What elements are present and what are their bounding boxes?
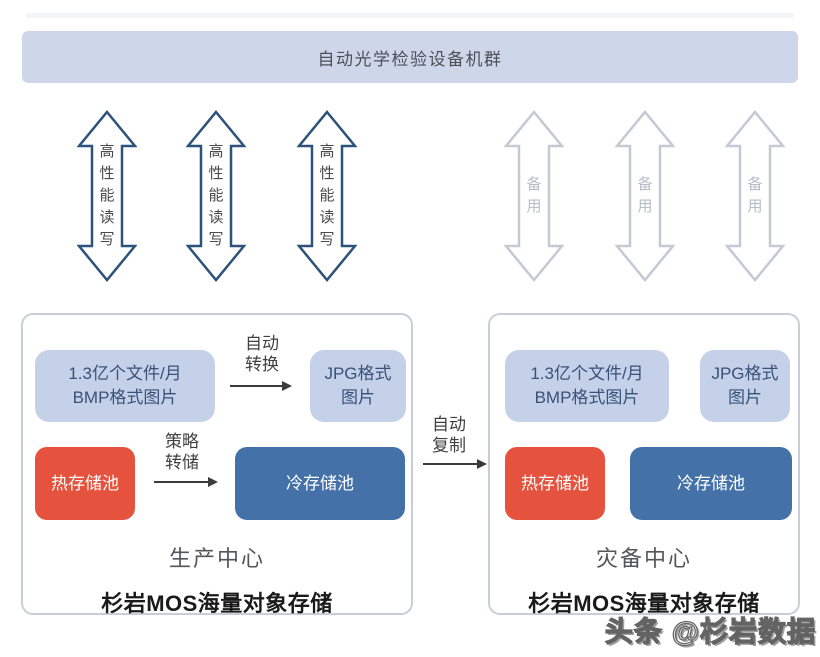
production-center-name: 生产中心	[168, 546, 265, 571]
top-edge-strip	[26, 13, 794, 18]
hot-storage-pool-chip: 热存储池	[505, 447, 605, 520]
hot-storage-pool-chip: 热存储池	[35, 447, 135, 520]
double-arrow-vertical-icon	[297, 110, 357, 282]
toutiao-watermark: 头条 @杉岩数据	[604, 615, 816, 647]
bmp-files-chip: 1.3亿个文件/月 BMP格式图片	[505, 350, 669, 422]
performance-arrow-1: 高性能读写	[77, 110, 137, 282]
bmp-files-chip: 1.3亿个文件/月 BMP格式图片	[35, 350, 215, 422]
equipment-cluster-label: 自动光学检验设备机群	[317, 49, 503, 69]
performance-arrow-label: 高性能读写	[319, 143, 335, 248]
auto-replicate-label: 自动 复制	[432, 415, 466, 455]
production-storage-title: 杉岩MOS海量对象存储	[101, 591, 333, 616]
policy-dump-arrow-icon	[154, 477, 218, 487]
performance-arrow-label: 高性能读写	[99, 143, 115, 248]
disaster-storage-title: 杉岩MOS海量对象存储	[528, 591, 760, 616]
performance-arrow-label: 高性能读写	[208, 143, 224, 248]
disaster-center-name: 灾备中心	[595, 546, 692, 571]
cold-storage-pool-chip: 冷存储池	[630, 447, 792, 520]
jpg-files-chip: JPG格式 图片	[310, 350, 406, 422]
auto-convert-arrow-icon	[230, 381, 292, 391]
auto-convert-label: 自动 转换	[245, 334, 279, 374]
auto-replicate-arrow-icon	[423, 459, 487, 469]
double-arrow-vertical-icon	[186, 110, 246, 282]
disaster-recovery-box: 1.3亿个文件/月 BMP格式图片 JPG格式 图片 热存储池 冷存储池 灾备中…	[488, 313, 800, 616]
policy-dump-label: 策略 转储	[165, 432, 199, 472]
standby-arrow-1: 备用	[504, 110, 564, 282]
double-arrow-vertical-icon	[504, 110, 564, 282]
standby-arrow-2: 备用	[615, 110, 675, 282]
jpg-files-chip: JPG格式 图片	[700, 350, 790, 422]
double-arrow-vertical-icon	[725, 110, 785, 282]
production-center-box: 1.3亿个文件/月 BMP格式图片 自动 转换 JPG格式 图片 热存储池 策略…	[21, 313, 413, 616]
cold-storage-pool-chip: 冷存储池	[235, 447, 405, 520]
double-arrow-vertical-icon	[77, 110, 137, 282]
standby-arrow-label: 备用	[637, 176, 653, 215]
equipment-cluster-banner: 自动光学检验设备机群	[22, 31, 798, 83]
standby-arrow-3: 备用	[725, 110, 785, 282]
standby-arrow-label: 备用	[747, 176, 763, 215]
standby-arrow-label: 备用	[526, 176, 542, 215]
performance-arrow-3: 高性能读写	[297, 110, 357, 282]
double-arrow-vertical-icon	[615, 110, 675, 282]
performance-arrow-2: 高性能读写	[186, 110, 246, 282]
